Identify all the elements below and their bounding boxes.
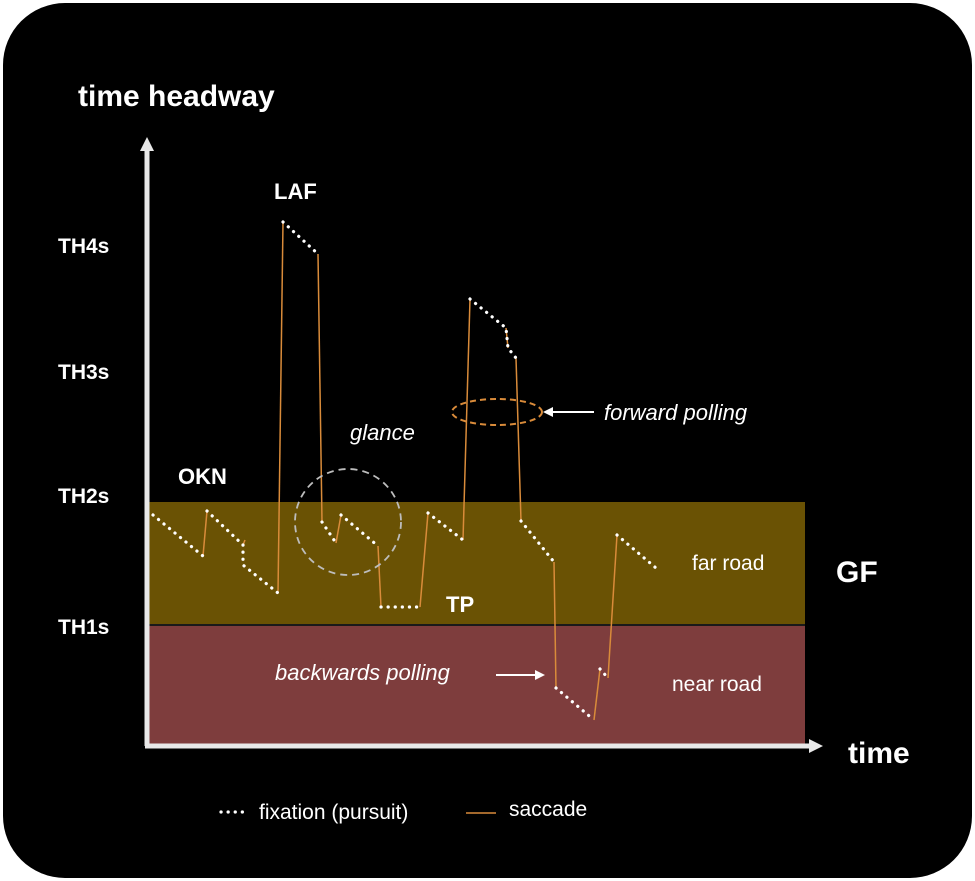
gf-label: GF bbox=[836, 556, 878, 589]
far-road-label: far road bbox=[692, 552, 764, 575]
glance-label: glance bbox=[350, 420, 415, 445]
legend-saccade-label: saccade bbox=[509, 798, 587, 821]
near-road-band bbox=[147, 625, 805, 746]
x-axis-label: time bbox=[848, 737, 910, 770]
forward-polling-label: forward polling bbox=[604, 400, 748, 425]
okn-label: OKN bbox=[178, 464, 227, 489]
y-tick-th3s: TH3s bbox=[58, 361, 109, 384]
saccade-lines bbox=[202, 221, 618, 721]
legend-fixation-label: fixation (pursuit) bbox=[259, 801, 408, 824]
tp-label: TP bbox=[446, 592, 474, 617]
y-axis-label: time headway bbox=[78, 80, 275, 113]
near-road-label: near road bbox=[672, 673, 762, 696]
forward-polling-ellipse bbox=[451, 398, 543, 426]
laf-label: LAF bbox=[274, 179, 317, 204]
fixation-lines bbox=[151, 220, 658, 722]
y-tick-th1s: TH1s bbox=[58, 616, 109, 639]
far-road-band bbox=[147, 502, 805, 625]
y-tick-th4s: TH4s bbox=[58, 235, 109, 258]
y-tick-th2s: TH2s bbox=[58, 485, 109, 508]
glance-circle bbox=[294, 468, 402, 576]
backwards-polling-label: backwards polling bbox=[275, 660, 451, 685]
